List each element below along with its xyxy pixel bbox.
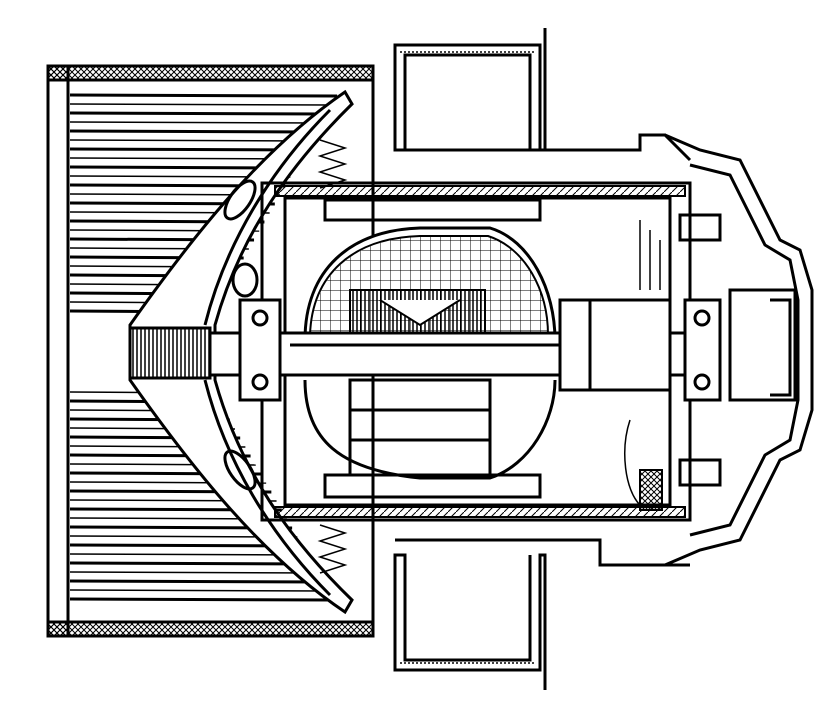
rear-bearing [683, 298, 722, 402]
fan-blade [69, 597, 334, 602]
fan-blade [69, 129, 317, 134]
motor-shaft [208, 298, 722, 402]
fan-top-ring [46, 64, 375, 82]
fan-blade [69, 579, 324, 584]
connector-block [639, 469, 663, 511]
fan-blade [69, 103, 332, 106]
rear-end-cap [624, 133, 814, 567]
fan-blade [69, 147, 306, 152]
commutator-winding [349, 289, 486, 336]
fan-blade [69, 157, 301, 160]
housing-flange [393, 28, 692, 690]
fan-blade [69, 93, 338, 98]
fan-left-rim-hatch-top [48, 66, 68, 80]
fan-left-rim-hatch-bottom [48, 622, 68, 636]
fan-blade [69, 111, 327, 116]
fan-blade [69, 589, 329, 592]
fan-bottom-ring [46, 620, 375, 638]
stator-rotor [303, 198, 557, 499]
fan-blade [69, 561, 313, 566]
fan-hub [128, 89, 354, 615]
front-bearing [238, 298, 282, 402]
fan-left-rim [46, 64, 70, 638]
brush-holder [558, 298, 672, 392]
hub-bushing [128, 326, 212, 380]
fan-blade [69, 553, 308, 556]
fan-blade [69, 571, 319, 574]
fan-blade [69, 139, 312, 142]
fan-blade [69, 121, 322, 124]
